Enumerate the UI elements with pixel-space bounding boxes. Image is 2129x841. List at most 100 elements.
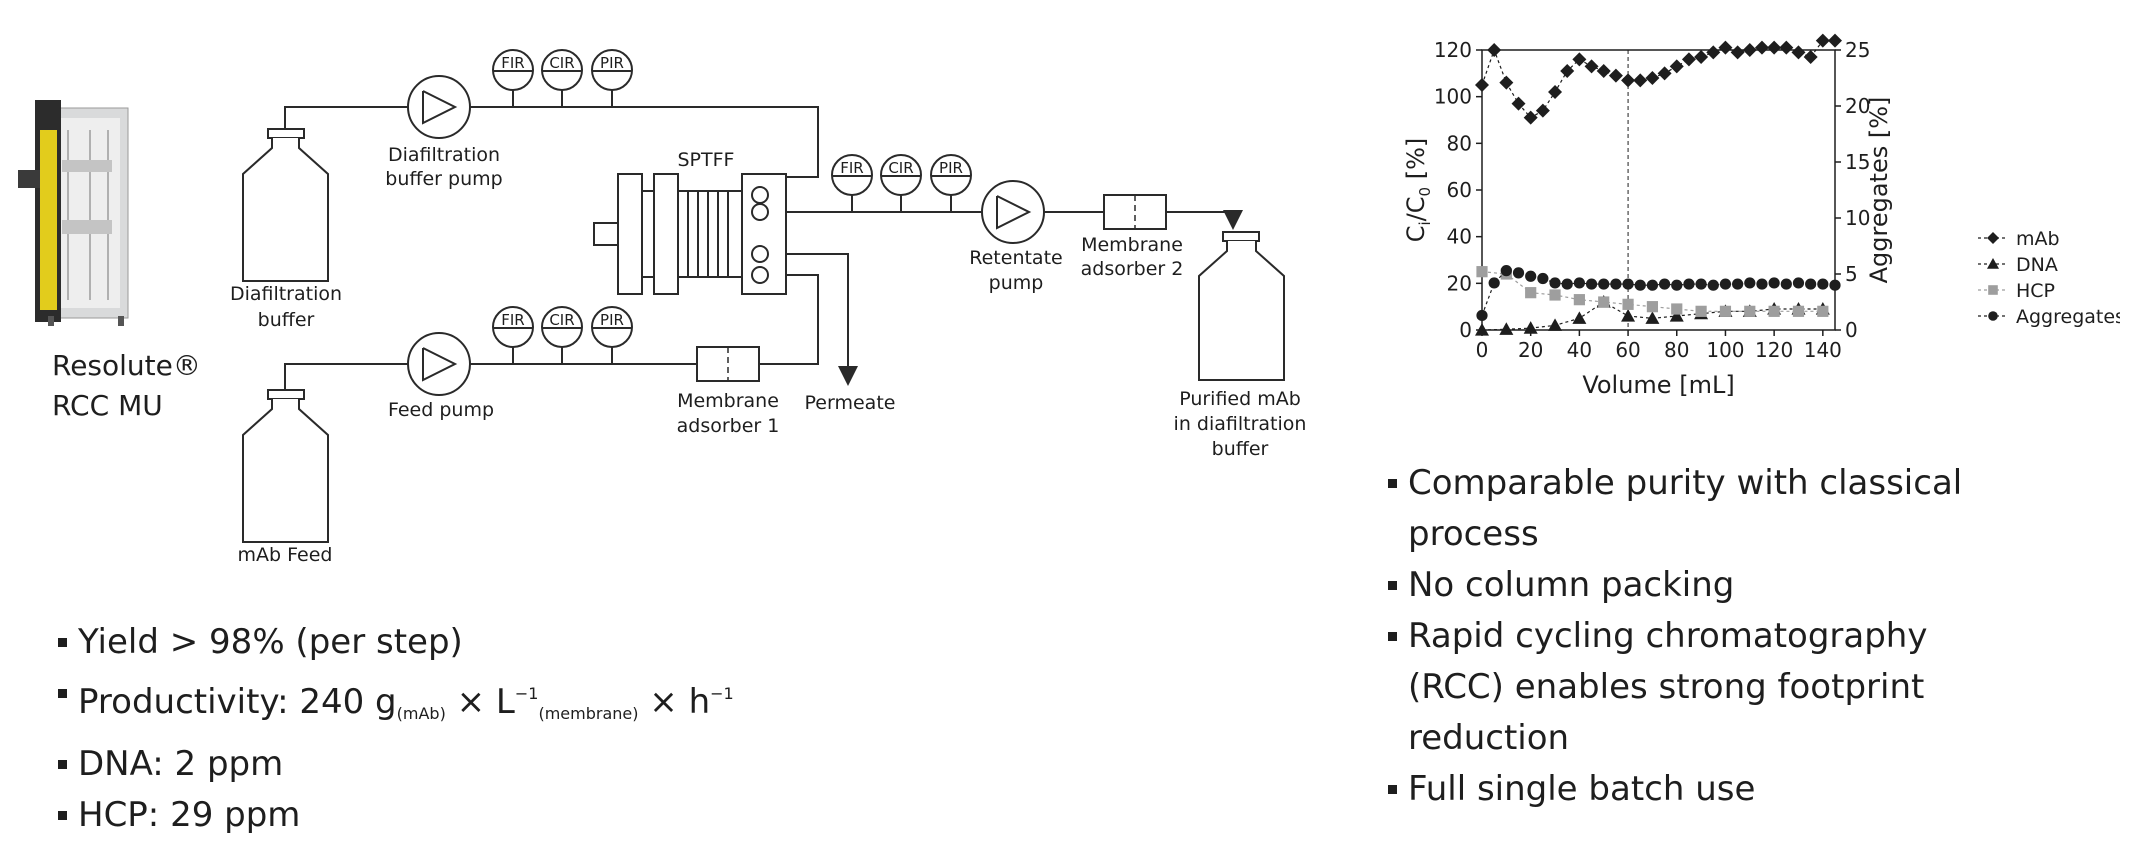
data-point-mab: [1670, 59, 1684, 73]
bullet-rcc: Rapid cycling chromatography(RCC) enable…: [1386, 611, 1962, 764]
data-point-aggregates: [1622, 278, 1633, 289]
data-point-hcp: [1793, 306, 1804, 317]
bullet-yield: Yield > 98% (per step): [56, 617, 734, 668]
data-point-hcp: [1769, 306, 1780, 317]
bullet-column-packing: No column packing: [1386, 560, 1962, 611]
data-point-hcp: [1525, 287, 1536, 298]
data-point-aggregates: [1781, 278, 1792, 289]
legend-label-mab: mAb: [2016, 228, 2060, 250]
data-point-dna: [1621, 309, 1635, 322]
data-point-aggregates: [1696, 278, 1707, 289]
x-tick-label: 60: [1615, 338, 1640, 362]
feed-pump-icon: [408, 333, 470, 395]
label-purified: Purified mAb: [1179, 388, 1301, 410]
svg-text:FIR: FIR: [840, 159, 863, 177]
data-point-mab: [1816, 34, 1830, 48]
svg-text:CIR: CIR: [888, 159, 913, 177]
data-point-mab: [1645, 71, 1659, 85]
data-point-hcp: [1476, 266, 1487, 277]
data-point-mab: [1804, 50, 1818, 64]
label-retentate-pump: Retentate: [969, 247, 1062, 269]
data-point-aggregates: [1793, 277, 1804, 288]
data-point-aggregates: [1829, 280, 1840, 291]
y-left-tick-label: 20: [1447, 271, 1472, 295]
gauge-fir-feed: FIR: [493, 307, 533, 347]
data-point-hcp: [1598, 296, 1609, 307]
label-diafiltration-pump-2: buffer pump: [385, 168, 502, 190]
data-point-aggregates: [1562, 278, 1573, 289]
gauge-fir-top: FIR: [493, 50, 533, 90]
data-point-mab: [1731, 45, 1745, 59]
data-point-mab: [1658, 66, 1672, 80]
sptff-module-icon: [594, 174, 786, 294]
data-point-aggregates: [1732, 278, 1743, 289]
left-bullet-list: Yield > 98% (per step) Productivity: 240…: [56, 617, 734, 841]
data-point-mab: [1828, 34, 1842, 48]
x-tick-label: 120: [1755, 338, 1793, 362]
svg-text:PIR: PIR: [600, 54, 624, 72]
data-point-aggregates: [1501, 265, 1512, 276]
label-membrane-adsorber-2-2: adsorber 2: [1081, 258, 1184, 280]
data-point-aggregates: [1744, 277, 1755, 288]
data-point-mab: [1585, 59, 1599, 73]
data-point-aggregates: [1598, 278, 1609, 289]
retentate-pump-icon: [982, 181, 1044, 243]
data-point-aggregates: [1610, 278, 1621, 289]
data-point-mab: [1572, 52, 1586, 66]
data-point-aggregates: [1817, 278, 1828, 289]
svg-text:PIR: PIR: [939, 159, 963, 177]
data-point-mab: [1633, 73, 1647, 87]
bullet-hcp: HCP: 29 ppm: [56, 790, 734, 841]
data-point-mab: [1791, 45, 1805, 59]
data-point-aggregates: [1537, 273, 1548, 284]
y-right-tick-label: 0: [1845, 318, 1858, 342]
diafiltration-pump-icon: [408, 76, 470, 138]
data-point-mab: [1609, 69, 1623, 83]
membrane-adsorber-1-icon: [697, 347, 759, 381]
x-axis-label: Volume [mL]: [1582, 371, 1734, 399]
label-purified-2: in diafiltration: [1174, 413, 1307, 435]
purified-bottle: [1199, 232, 1284, 380]
data-point-mab: [1536, 104, 1550, 118]
x-tick-label: 40: [1567, 338, 1592, 362]
x-tick-label: 140: [1804, 338, 1842, 362]
y-left-tick-label: 0: [1459, 318, 1472, 342]
data-point-aggregates: [1476, 310, 1487, 321]
y-left-tick-label: 80: [1447, 131, 1472, 155]
svg-text:CIR: CIR: [549, 311, 574, 329]
data-point-hcp: [1671, 303, 1682, 314]
legend-label-hcp: HCP: [2016, 280, 2055, 302]
membrane-adsorber-2-icon: [1104, 195, 1166, 229]
label-permeate: Permeate: [805, 392, 896, 414]
y-left-tick-label: 120: [1434, 38, 1472, 62]
data-point-hcp: [1988, 285, 1998, 295]
diafiltration-buffer-bottle: [243, 129, 328, 281]
x-tick-label: 0: [1476, 338, 1489, 362]
data-point-mab: [1755, 41, 1769, 55]
data-point-aggregates: [1586, 278, 1597, 289]
gauge-fir-retentate: FIR: [832, 155, 872, 195]
data-point-dna: [1524, 321, 1538, 334]
data-point-aggregates: [1659, 278, 1670, 289]
label-retentate-pump-2: pump: [989, 272, 1044, 294]
data-point-mab: [1779, 41, 1793, 55]
y-left-axis-label: Ci/C0 [%]: [1402, 138, 1434, 243]
data-point-dna: [1499, 322, 1513, 335]
data-point-aggregates: [1635, 280, 1646, 291]
data-point-aggregates: [1805, 278, 1816, 289]
data-point-dna: [1548, 318, 1562, 331]
label-membrane-adsorber-1-2: adsorber 1: [677, 415, 780, 437]
x-tick-label: 20: [1518, 338, 1543, 362]
data-point-mab: [1987, 232, 1999, 244]
data-point-aggregates: [1988, 311, 1998, 321]
data-point-aggregates: [1549, 277, 1560, 288]
y-left-tick-label: 100: [1434, 85, 1472, 109]
data-point-mab: [1682, 52, 1696, 66]
series-line-mab: [1482, 41, 1835, 118]
data-point-mab: [1621, 73, 1635, 87]
gauge-pir-retentate: PIR: [931, 155, 971, 195]
data-point-aggregates: [1525, 271, 1536, 282]
data-point-hcp: [1720, 306, 1731, 317]
